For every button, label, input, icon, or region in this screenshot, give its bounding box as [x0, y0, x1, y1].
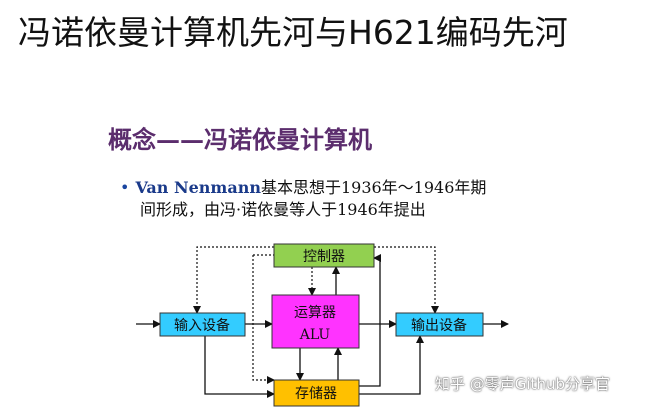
control-signal-lines: [193, 246, 439, 380]
output-device-rect: [395, 312, 484, 337]
bullet-highlight: Van Nenmann: [135, 178, 261, 197]
output-device-label: 输出设备: [411, 317, 467, 334]
page-title: 冯诺依曼计算机先河与H621编码先河: [18, 13, 568, 52]
output-device-box: 输出设备: [395, 312, 484, 337]
memory-rect: [273, 379, 360, 407]
input-device-box: 输入设备: [159, 312, 246, 337]
memory-label: 存储器: [295, 386, 337, 402]
alu-box: 运算器 ALU: [271, 294, 360, 349]
alu-rect: [271, 294, 360, 349]
control-unit-label: 控制器: [303, 249, 345, 265]
memory-to-output-line: [359, 335, 424, 395]
memory-box: 存储器: [273, 379, 360, 407]
data-flow-lines: [136, 254, 509, 398]
alu-label-cn: 运算器: [294, 305, 336, 321]
input-to-memory-line: [204, 336, 275, 398]
control-unit-rect: [273, 243, 375, 268]
bullet-line2: 间形成，由冯·诺依曼等人于1946年提出: [140, 200, 426, 219]
input-device-label: 输入设备: [174, 317, 230, 334]
bullet-dot: •: [120, 178, 130, 197]
control-to-memory-line: [252, 254, 274, 380]
memory-to-control-line: [359, 254, 381, 387]
alu-label-en: ALU: [299, 327, 331, 343]
bullet-text: • Van Nenmann基本思想于1936年～1946年期 间形成，由冯·诺依曼…: [120, 177, 486, 221]
control-unit-box: 控制器: [273, 243, 375, 268]
bullet-line1-rest: 基本思想于1936年～1946年期: [260, 178, 487, 197]
slide-heading: 概念——冯诺依曼计算机: [108, 125, 372, 154]
control-to-input-line: [193, 246, 274, 314]
watermark: 知乎 @零声Github分享官: [435, 375, 610, 393]
input-device-rect: [159, 312, 246, 337]
control-to-output-line: [374, 246, 439, 314]
